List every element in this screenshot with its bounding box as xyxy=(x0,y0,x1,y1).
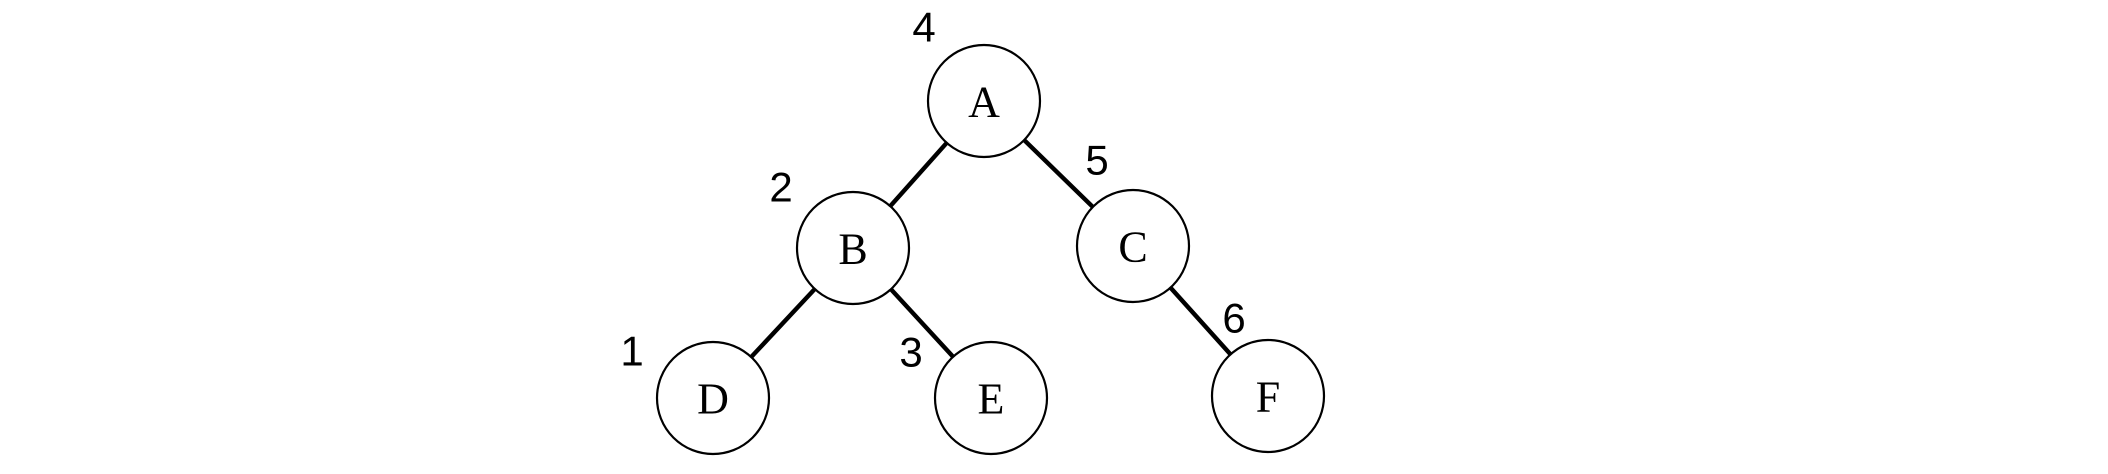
tree-edge-c-f xyxy=(1168,285,1233,357)
node-circle-b[interactable] xyxy=(795,190,911,306)
node-circle-f[interactable] xyxy=(1210,338,1326,454)
node-label-e: E xyxy=(978,375,1005,424)
tree-edge-a-b xyxy=(887,140,950,209)
tree-node-f[interactable]: F xyxy=(1210,338,1326,454)
tree-edge-b-d xyxy=(748,286,818,360)
node-label-d: D xyxy=(697,375,729,424)
node-circle-e[interactable] xyxy=(933,340,1049,456)
node-numbers-group: 4 2 5 1 3 6 xyxy=(620,4,1245,376)
node-label-b: B xyxy=(838,225,867,274)
node-label-a: A xyxy=(968,78,1000,127)
node-number-b: 2 xyxy=(769,164,792,211)
edges-group xyxy=(748,137,1233,360)
node-label-f: F xyxy=(1256,373,1280,422)
node-number-a: 4 xyxy=(912,4,935,51)
tree-node-b[interactable]: B xyxy=(795,190,911,306)
node-number-c: 5 xyxy=(1085,137,1108,184)
tree-edge-b-e xyxy=(888,286,956,360)
node-number-f: 6 xyxy=(1222,295,1245,342)
tree-node-a[interactable]: A xyxy=(926,43,1042,159)
node-circle-a[interactable] xyxy=(926,43,1042,159)
tree-node-d[interactable]: D xyxy=(655,340,771,456)
tree-edge-a-c xyxy=(1021,137,1096,210)
node-number-e: 3 xyxy=(899,329,922,376)
node-circle-c[interactable] xyxy=(1075,188,1191,304)
node-number-d: 1 xyxy=(620,328,643,375)
node-label-c: C xyxy=(1118,223,1147,272)
nodes-group: A B C D E F xyxy=(655,43,1326,456)
tree-node-e[interactable]: E xyxy=(933,340,1049,456)
tree-node-c[interactable]: C xyxy=(1075,188,1191,304)
node-circle-d[interactable] xyxy=(655,340,771,456)
